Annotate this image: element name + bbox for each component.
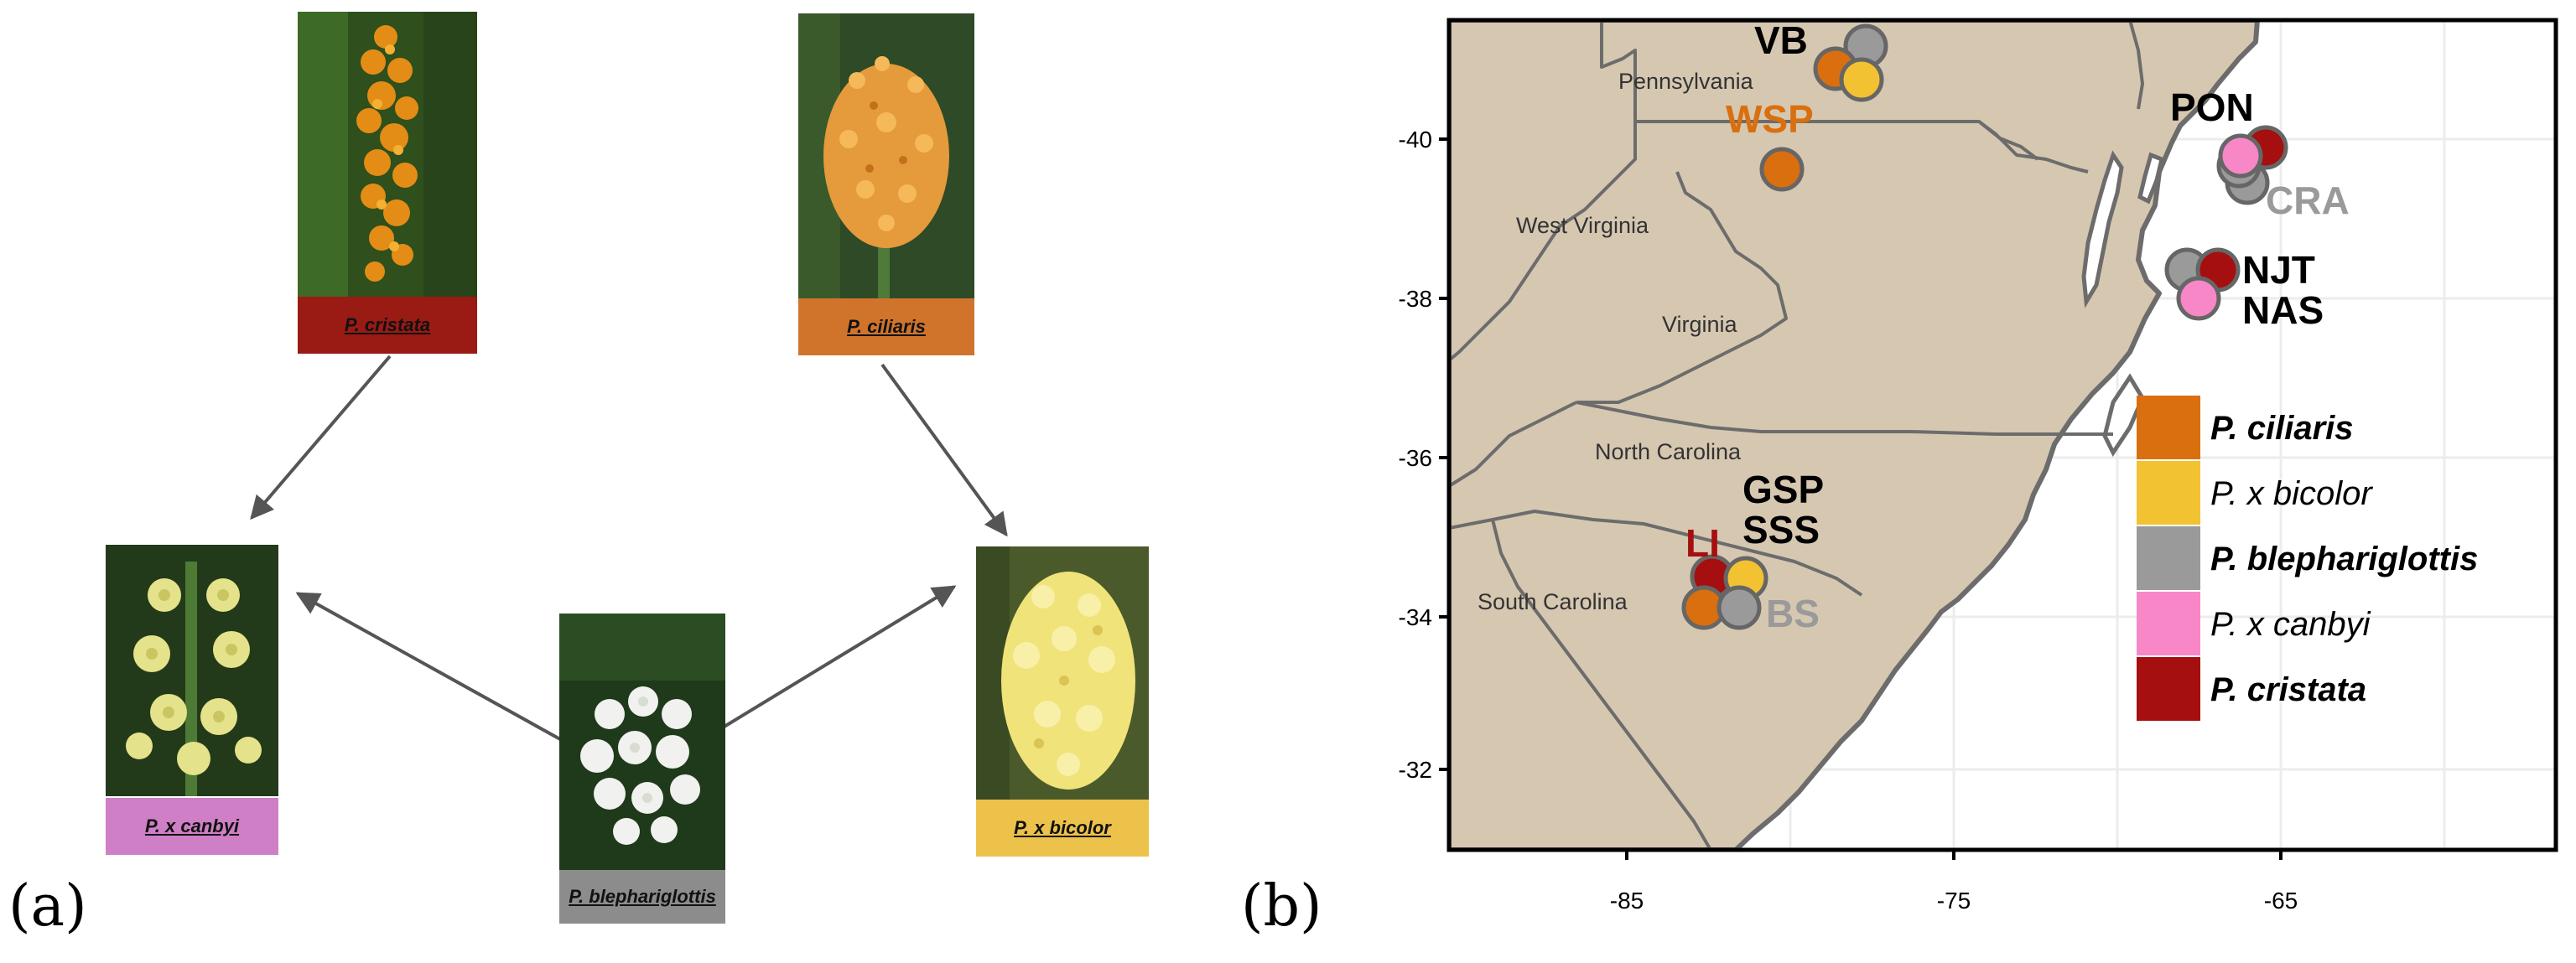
marker-nas-canbyi [2176, 276, 2221, 321]
card-ciliaris: P. ciliaris [798, 13, 974, 355]
bicolor-flower-image [976, 546, 1149, 800]
legend-swatch-ciliaris [2137, 396, 2200, 459]
site-label-nas: NAS [2242, 288, 2324, 332]
state-pennsylvania: Pennsylvania [1618, 69, 1754, 94]
site-label-bs: BS [1766, 592, 1820, 635]
card-blephariglottis: P. blephariglottis [559, 614, 725, 924]
legend-label-cristata: P. cristata [2210, 671, 2366, 708]
label-bicolor: P. x bicolor [976, 800, 1149, 857]
marker-wsp-ciliaris [1759, 147, 1805, 192]
card-canbyi: P. x canbyi [106, 545, 278, 855]
y-tick-label-38: -38 [1399, 286, 1432, 312]
label-blephariglottis: P. blephariglottis [559, 870, 725, 924]
site-label-pon: PON [2170, 85, 2254, 129]
hybrid-arrows [250, 355, 1008, 741]
legend-label-blephariglottis: P. blephariglottis [2210, 541, 2478, 577]
canbyi-flower-image [106, 545, 278, 796]
site-label-li: LI [1685, 521, 1720, 565]
state-virginia: Virginia [1662, 312, 1738, 337]
site-label-njt: NJT [2242, 248, 2315, 292]
site-label-vb: VB [1754, 18, 1808, 62]
marker-bs-blephariglottis [1716, 585, 1762, 630]
legend-swatch-blephariglottis [2137, 526, 2200, 590]
arrow-ciliaris-to-bicolor [880, 363, 1008, 537]
card-bicolor: P. x bicolor [976, 546, 1149, 857]
x-tick-label-65: -65 [2264, 888, 2298, 914]
x-tick-label-85: -85 [1610, 888, 1644, 914]
arrow-cristata-to-canbyi [250, 355, 392, 520]
x-axis-ticks [1625, 850, 2283, 860]
panel-b-label: (b) [1241, 873, 1322, 940]
y-axis-ticks [1439, 137, 1449, 771]
label-cristata: P. cristata [298, 297, 477, 354]
panel-a-label: (a) [8, 873, 87, 940]
land-mass [1449, 20, 2260, 850]
legend-swatch-bicolor [2137, 461, 2200, 525]
site-label-sss: SSS [1742, 508, 1820, 551]
panel-b-map: Pennsylvania West Virginia Virginia Nort… [1241, 0, 2576, 963]
state-north-carolina: North Carolina [1595, 439, 1742, 464]
marker-pon-canbyi [2218, 133, 2263, 179]
arrow-blephariglottis-to-bicolor [721, 585, 957, 729]
chesapeake-bay [2081, 150, 2124, 308]
site-map: Pennsylvania West Virginia Virginia Nort… [1399, 18, 2558, 914]
y-tick-label-34: -34 [1399, 604, 1432, 630]
y-tick-label-36: -36 [1399, 445, 1432, 471]
state-borders [1449, 20, 2144, 850]
legend-label-bicolor: P. x bicolor [2210, 475, 2373, 512]
site-label-cra: CRA [2266, 179, 2350, 222]
delaware-bay [2137, 152, 2164, 205]
site-label-gsp: GSP [1742, 468, 1824, 511]
y-tick-label-32: -32 [1399, 757, 1432, 783]
state-south-carolina: South Carolina [1478, 589, 1628, 614]
legend-swatch-cristata [2137, 657, 2200, 721]
y-tick-label-40: -40 [1399, 127, 1432, 153]
label-ciliaris: P. ciliaris [798, 298, 974, 355]
legend-label-ciliaris: P. ciliaris [2210, 410, 2354, 447]
site-label-wsp: WSP [1726, 97, 1814, 141]
ciliaris-flower-image [798, 13, 974, 298]
card-cristata: P. cristata [298, 12, 477, 354]
state-west-virginia: West Virginia [1516, 213, 1649, 238]
arrow-blephariglottis-to-canbyi [295, 592, 561, 741]
cristata-flower-image [298, 12, 477, 297]
x-tick-label-75: -75 [1937, 888, 1971, 914]
legend-label-canbyi: P. x canbyi [2210, 606, 2371, 643]
marker-vb-bicolor [1839, 57, 1884, 102]
blephariglottis-flower-image [559, 614, 725, 870]
legend-swatch-canbyi [2137, 592, 2200, 655]
site-markers [1681, 23, 2288, 630]
plot-border [1446, 18, 2558, 852]
legend: P. ciliaris P. x bicolor P. blephariglot… [2137, 396, 2478, 721]
panel-a-phylogeny: P. cristata P. ciliaris [0, 0, 1241, 963]
label-canbyi: P. x canbyi [106, 798, 278, 855]
